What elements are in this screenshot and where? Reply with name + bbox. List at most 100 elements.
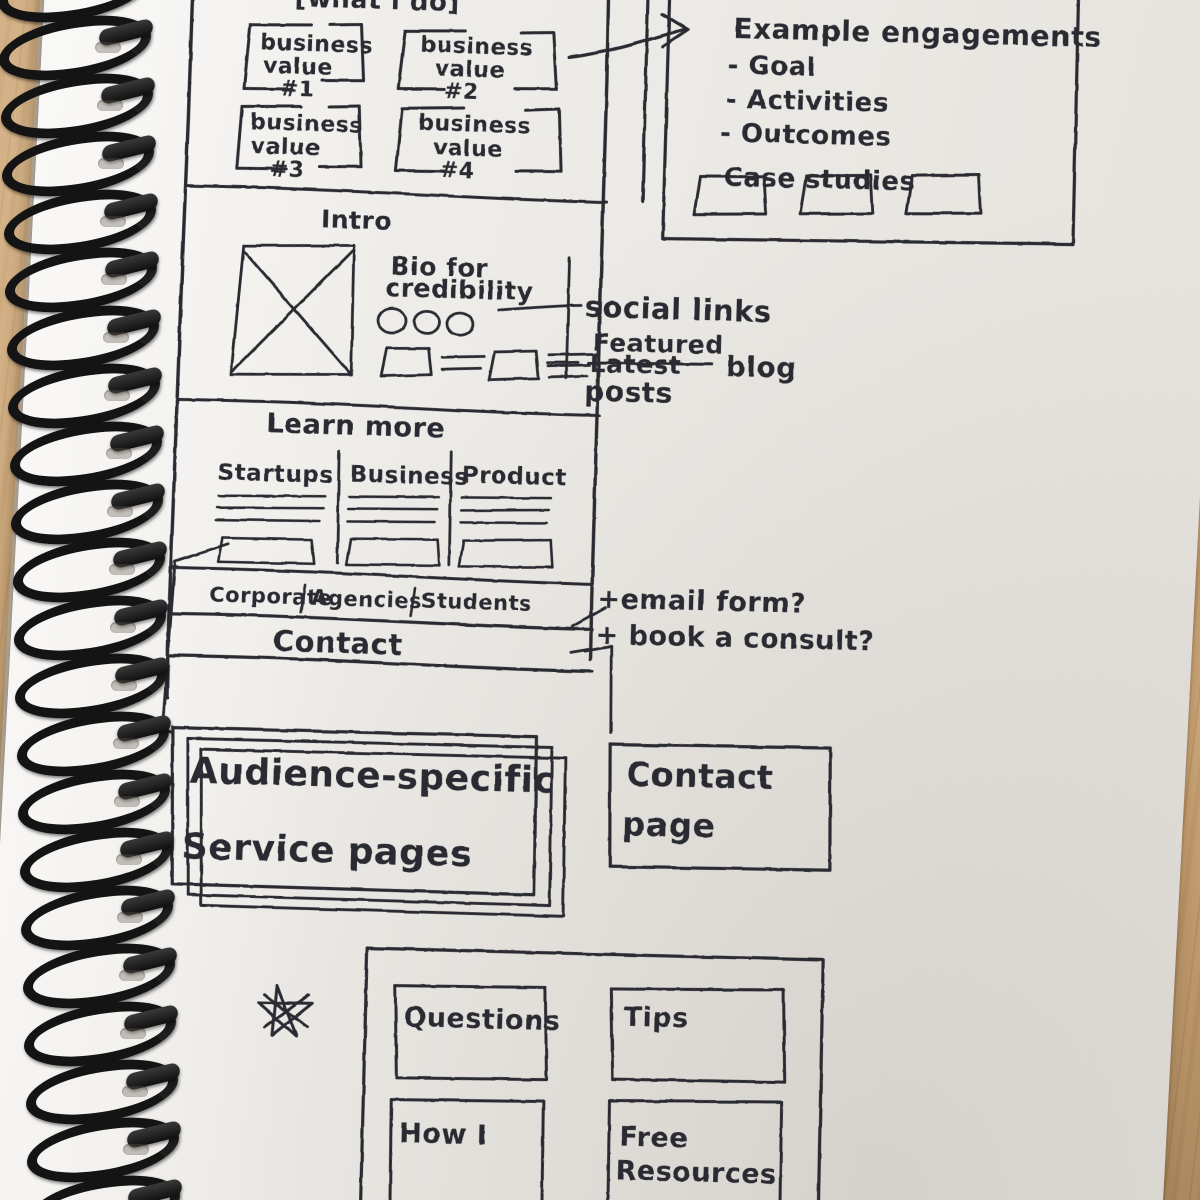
spiral-coil (15, 643, 171, 729)
spiral-coil (19, 817, 175, 903)
leader-line-social-links (495, 254, 583, 378)
card-label-bv3-line2: value (250, 134, 321, 161)
grid-label-free: Free (619, 1122, 688, 1155)
label-what-i-do: [what i do] (294, 0, 460, 18)
learn-more-label-startups: Startups (217, 460, 334, 489)
intro-image-placeholder (231, 239, 358, 380)
annotation-featured: Featured (593, 328, 724, 360)
connector-contact-to-contact-page (581, 645, 615, 732)
spiral-binding (0, 0, 210, 1200)
service-pages-line1: Audience-specific (189, 751, 555, 802)
business-bullet-outcomes: - Outcomes (720, 118, 892, 152)
punch-hole (101, 274, 128, 285)
service-pages-card-back-2 (193, 739, 571, 924)
contact-page-line1: Contact (626, 754, 774, 797)
punch-hole (114, 796, 141, 807)
card-label-bv2-line3: #2 (444, 79, 480, 105)
spiral-coil (25, 1049, 181, 1135)
annotation-latest-struck: Latest (589, 349, 681, 380)
leader-line-blog-posts (547, 361, 578, 365)
card-label-bv1-line2: value (263, 53, 334, 80)
spiral-coil (2, 121, 158, 207)
intro-post-card-2 (489, 349, 592, 385)
spiral-coil (21, 875, 177, 961)
section-divider-whatido (187, 181, 607, 208)
intro-post-card-1 (381, 346, 484, 381)
intro-bio-line2: credibility (385, 273, 534, 306)
audience-nav-students: Students (421, 588, 533, 615)
connector-contact-annotation-tick (571, 606, 605, 654)
punch-hole (118, 970, 145, 981)
learn-more-dividers (333, 446, 455, 569)
grid-cell-tips (607, 981, 790, 1088)
punch-hole (107, 506, 134, 517)
punch-hole (112, 738, 139, 749)
learn-more-label-business: Business (349, 462, 469, 491)
contact-page-line2: page (621, 804, 716, 845)
grid-label-resources: Resources (615, 1155, 777, 1190)
punch-hole (111, 680, 138, 691)
section-divider-learnmore (172, 562, 593, 589)
label-intro: Intro (321, 205, 393, 236)
punch-hole (121, 1086, 148, 1097)
spiral-coil (13, 585, 169, 671)
spiral-coil (5, 237, 161, 323)
intro-social-circles (377, 308, 473, 337)
service-pages-card-back-1 (180, 728, 558, 913)
service-pages-line2: Service pages (181, 826, 472, 875)
punch-hole (123, 1144, 149, 1155)
business-bullet-goal: - Goal (727, 51, 816, 83)
business-value-card-2 (398, 25, 559, 97)
card-label-bv2-line1: business (420, 33, 534, 62)
card-label-bv4-line3: #4 (439, 158, 475, 184)
label-learn-more: Learn more (266, 408, 446, 445)
spiral-coil (27, 1107, 182, 1193)
punch-hole (102, 332, 129, 343)
learn-more-label-product: Product (461, 462, 567, 491)
business-subheading-case-studies: Case studies (723, 163, 916, 198)
punch-hole (115, 854, 142, 865)
learn-more-col-business (345, 493, 443, 570)
spiral-coil (12, 527, 168, 613)
star-doodle (256, 984, 313, 1037)
case-study-card-3 (906, 171, 982, 217)
spiral-coil (24, 991, 180, 1077)
business-value-card-3 (237, 100, 364, 174)
spiral-coil (22, 933, 178, 1019)
spiral-coil (0, 63, 156, 149)
strikethrough-latest (589, 358, 712, 369)
card-label-bv3-line1: business (250, 110, 364, 139)
section-divider-intro (179, 393, 600, 421)
audience-nav-corporate: Corporate (209, 582, 333, 610)
spiral-coil (16, 701, 172, 787)
spiral-coil (3, 179, 159, 265)
spiral-coil (18, 759, 174, 845)
spiral-coil (9, 411, 165, 497)
business-value-card-1 (244, 19, 367, 95)
punch-hole (108, 564, 135, 575)
annotation-blog: blog (725, 350, 797, 385)
case-study-card-2 (800, 172, 874, 218)
learn-more-col-product (458, 493, 556, 571)
punch-hole (96, 100, 123, 111)
grid-cell-free-resources (601, 1093, 788, 1200)
grid-label-questions: Questions (403, 1002, 561, 1037)
card-label-bv3-line3: #3 (269, 157, 305, 183)
business-bullet-activities: - Activities (725, 85, 889, 119)
audience-nav-agencies: Agencies (311, 586, 423, 613)
card-label-bv1-line1: business (260, 30, 374, 59)
spiral-coil (28, 1165, 184, 1200)
business-value-card-4 (396, 101, 564, 180)
punch-hole (99, 216, 126, 227)
arrow-to-business-panel (569, 10, 688, 64)
grid-label-how-i: How I (399, 1118, 488, 1151)
card-label-bv1-line3: #1 (279, 76, 315, 102)
spiral-coil (11, 469, 166, 555)
punch-hole (120, 1028, 147, 1039)
business-panel-heading: Example engagements (733, 12, 1102, 54)
audience-nav-separators (301, 582, 415, 618)
spiral-coil (0, 5, 155, 91)
card-label-bv4-line2: value (433, 135, 504, 162)
